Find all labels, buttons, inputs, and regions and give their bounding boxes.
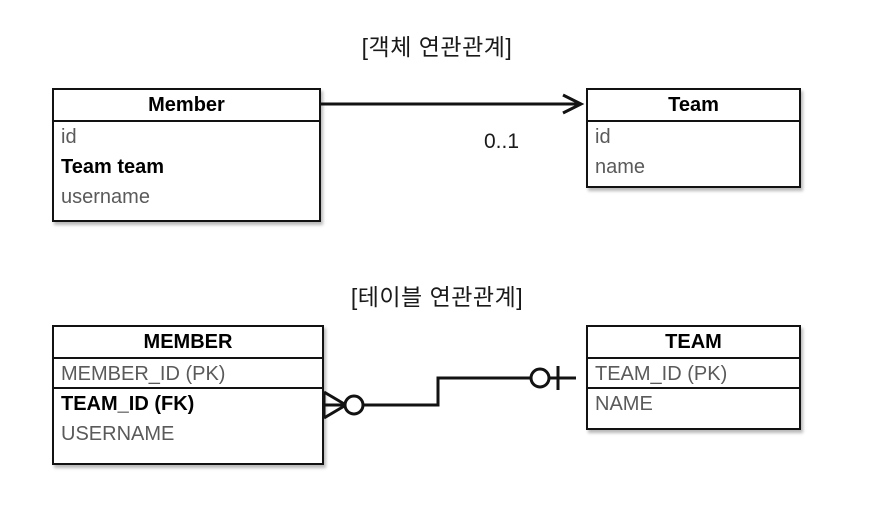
object-association-arrow — [321, 93, 585, 115]
zero-optionality-circle-right — [529, 367, 551, 389]
member-table-columns: MEMBER_ID (PK) TEAM_ID (FK) USERNAME — [54, 359, 322, 449]
member-table-column-member-id: MEMBER_ID (PK) — [54, 359, 322, 389]
team-table-box[interactable]: TEAM TEAM_ID (PK) NAME — [586, 325, 801, 430]
member-class-attributes: id Team team username — [54, 122, 319, 212]
team-table-column-name: NAME — [595, 393, 653, 415]
team-table-columns: TEAM_ID (PK) NAME — [588, 359, 799, 419]
team-class-name: Team — [588, 90, 799, 122]
member-class-name: Member — [54, 90, 319, 122]
member-class-attribute-team: Team team — [61, 156, 165, 178]
member-table-column-team-id: TEAM_ID (FK) — [61, 393, 195, 415]
member-table-box[interactable]: MEMBER MEMBER_ID (PK) TEAM_ID (FK) USERN… — [52, 325, 324, 465]
team-class-attribute-name: name — [595, 156, 646, 178]
crows-foot-many-icon — [322, 390, 347, 420]
table-association-title: [테이블 연관관계] — [350, 284, 524, 310]
zero-optionality-circle-left — [343, 394, 365, 416]
team-class-box[interactable]: Team id name — [586, 88, 801, 188]
team-class-attribute-id: id — [595, 126, 611, 148]
object-association-title: [객체 연관관계] — [361, 34, 513, 60]
member-table-column-username: USERNAME — [61, 423, 175, 445]
member-class-attribute-username: username — [61, 186, 150, 208]
member-table-name: MEMBER — [54, 327, 322, 359]
member-class-box[interactable]: Member id Team team username — [52, 88, 321, 222]
table-relationship-connector — [322, 366, 576, 420]
member-class-attribute-id: id — [61, 126, 77, 148]
team-class-attributes: id name — [588, 122, 799, 182]
team-table-name: TEAM — [588, 327, 799, 359]
association-multiplicity-label: 0..1 — [484, 130, 520, 153]
team-table-column-team-id: TEAM_ID (PK) — [588, 359, 799, 389]
